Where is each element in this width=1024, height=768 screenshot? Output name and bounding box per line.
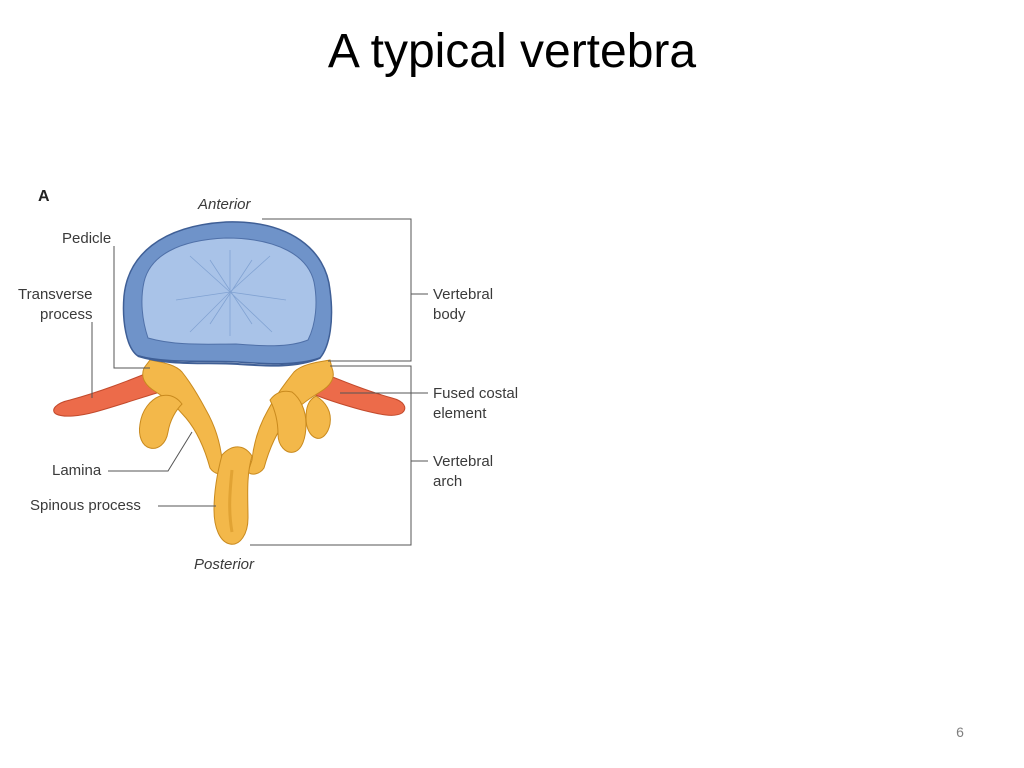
right-pedicle-lamina bbox=[247, 359, 334, 475]
vertebral-arch-shape bbox=[53, 359, 406, 545]
slide-title: A typical vertebra bbox=[327, 25, 697, 78]
label-transverse-line2: process bbox=[40, 306, 93, 323]
vertebral-body-rim bbox=[137, 355, 321, 367]
leader-lamina bbox=[108, 431, 193, 472]
label-vertebral-arch-line1: Vertebral bbox=[433, 453, 493, 470]
label-vertebral-arch-line2: arch bbox=[433, 473, 462, 490]
right-transverse-process bbox=[307, 371, 406, 416]
vertebra-diagram: A Anterior Posterior bbox=[18, 188, 518, 573]
spinous-shading bbox=[228, 469, 234, 533]
bracket-vertebral-body bbox=[262, 218, 412, 362]
leader-pedicle bbox=[113, 246, 150, 369]
vertebral-body-shape bbox=[122, 221, 333, 367]
anterior-label: Anterior bbox=[197, 196, 252, 213]
spinous-process bbox=[213, 446, 253, 545]
label-transverse-line1: Transverse bbox=[18, 286, 92, 303]
label-fused-costal-line1: Fused costal bbox=[433, 385, 518, 402]
label-pedicle: Pedicle bbox=[62, 230, 111, 247]
label-lamina: Lamina bbox=[52, 462, 102, 479]
bracket-vertebral-arch bbox=[250, 365, 412, 546]
label-fused-costal-line2: element bbox=[433, 405, 487, 422]
panel-letter: A bbox=[38, 188, 50, 205]
trabecular-texture bbox=[175, 250, 287, 336]
right-accessory-process bbox=[305, 395, 331, 439]
left-transverse-process bbox=[53, 371, 161, 417]
label-vertebral-body-line2: body bbox=[433, 306, 466, 323]
left-articular-process bbox=[139, 394, 183, 449]
label-spinous-process: Spinous process bbox=[30, 497, 141, 514]
label-vertebral-body-line1: Vertebral bbox=[433, 286, 493, 303]
slide-number: 6 bbox=[956, 724, 964, 740]
posterior-label: Posterior bbox=[194, 556, 255, 573]
